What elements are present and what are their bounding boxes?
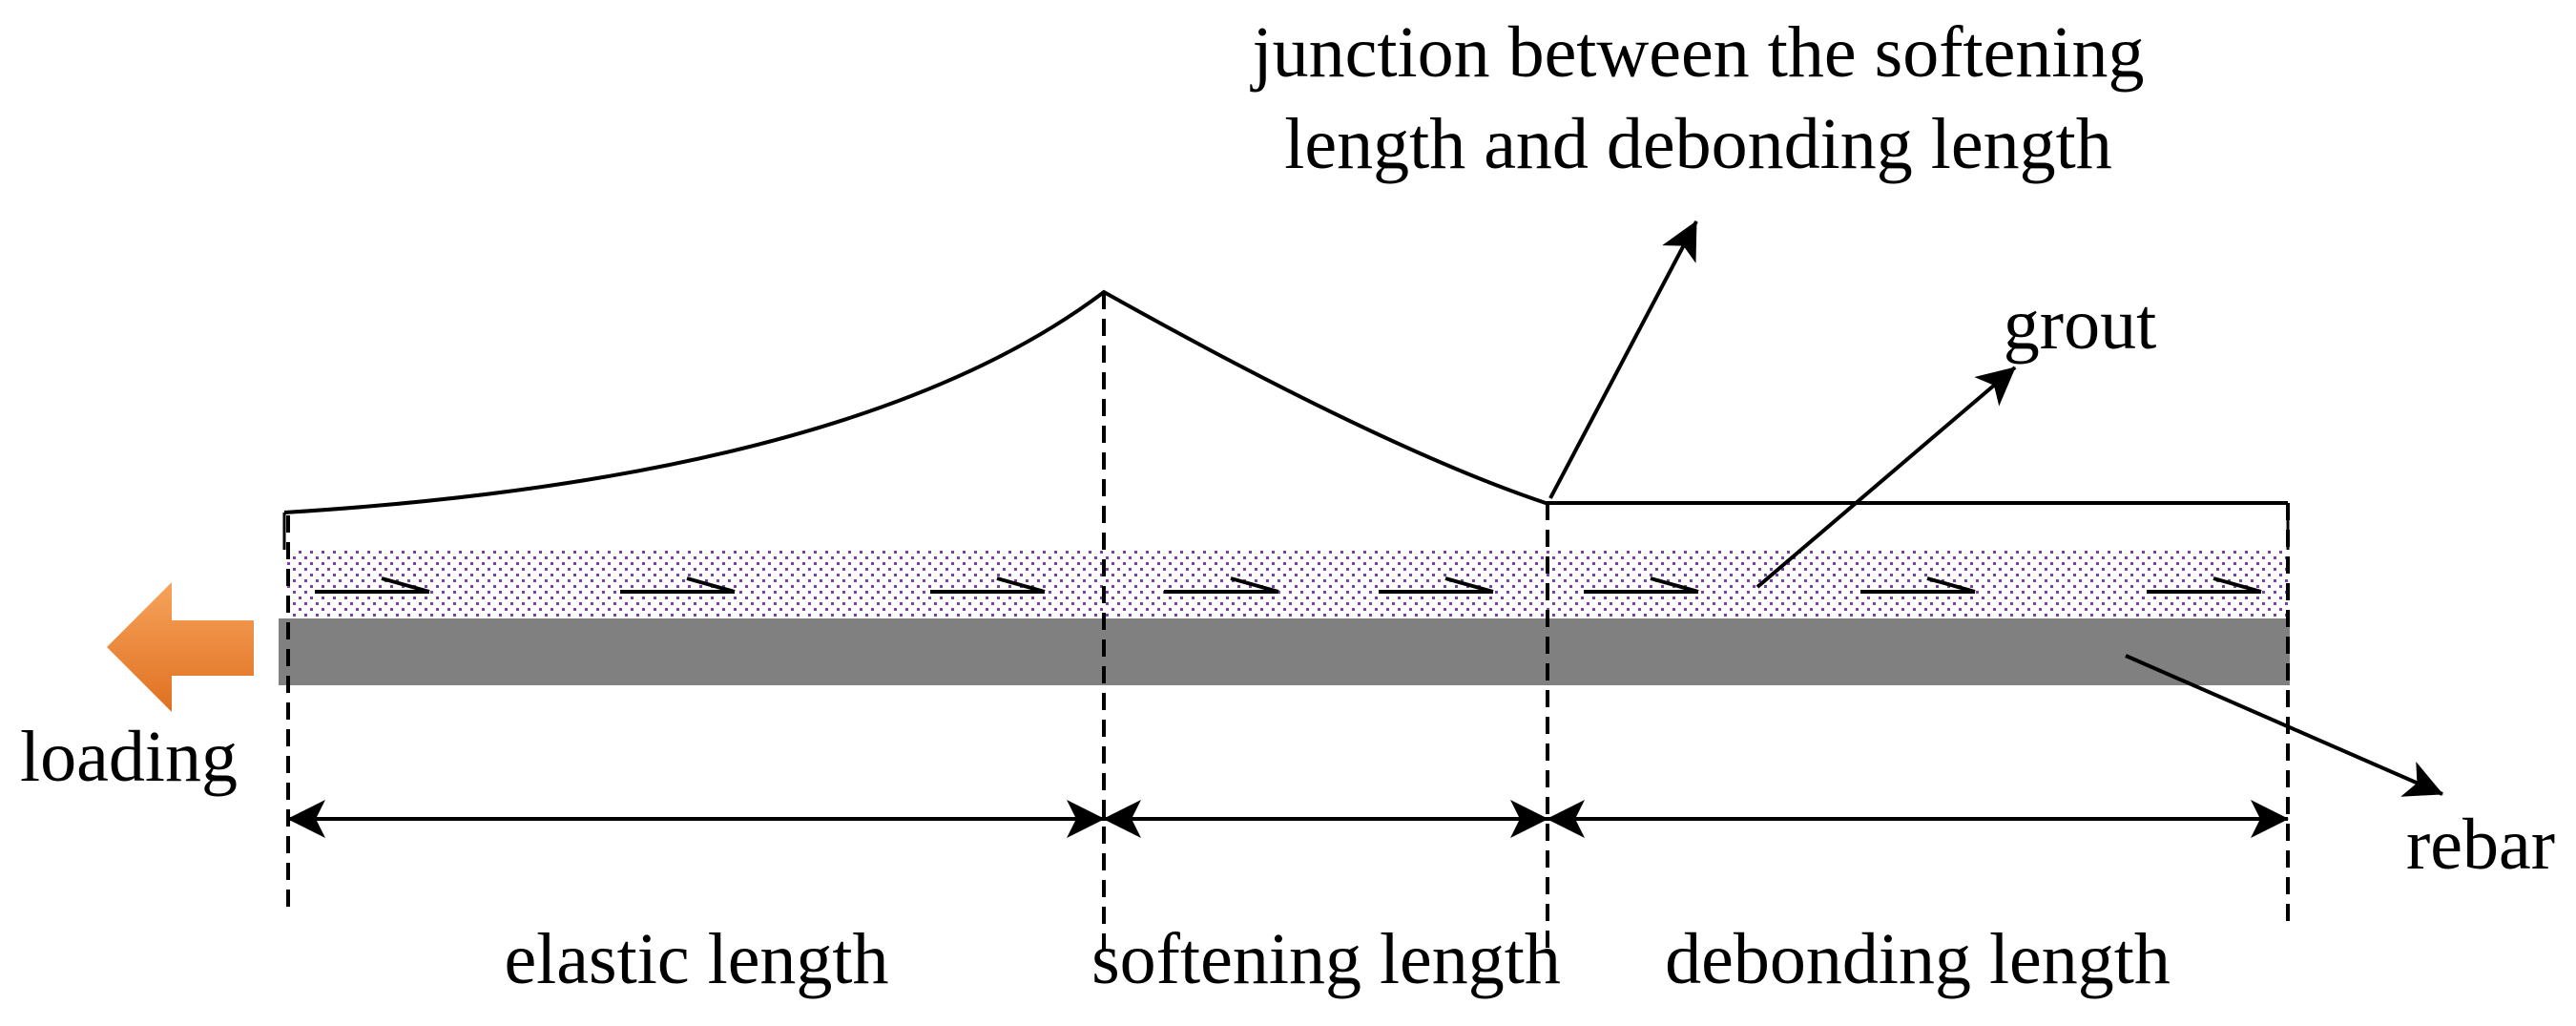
loading-label: loading	[20, 717, 238, 797]
grout-label: grout	[2004, 284, 2156, 365]
right-arrow-icon	[1584, 576, 1699, 594]
rebar-label: rebar	[2406, 805, 2555, 885]
left-arrow-icon	[107, 582, 254, 712]
grout-leader-arrow	[1755, 366, 2017, 589]
grout-layer	[284, 550, 2288, 618]
bond-arrows	[315, 576, 2262, 594]
right-arrow-icon	[1379, 576, 1494, 594]
right-arrow-icon	[1860, 576, 1976, 594]
rebar-leader-arrow	[2125, 654, 2443, 797]
right-arrow-icon	[930, 576, 1046, 594]
bond-stress-curve	[283, 289, 2288, 514]
right-arrow-icon	[1164, 576, 1279, 594]
rebar-bar	[279, 618, 2290, 685]
right-arrow-icon	[620, 576, 736, 594]
elastic-length-label: elastic length	[504, 919, 888, 999]
right-arrow-icon	[315, 576, 430, 594]
debonding-length-label: debonding length	[1665, 919, 2171, 999]
right-arrow-icon	[2147, 576, 2262, 594]
junction-label-line-1: junction between the softening	[1250, 12, 2145, 93]
junction-label-line-2: length and debonding length	[1284, 104, 2112, 184]
junction-leader-arrow	[1548, 220, 1698, 499]
softening-length-label: softening length	[1091, 919, 1561, 999]
